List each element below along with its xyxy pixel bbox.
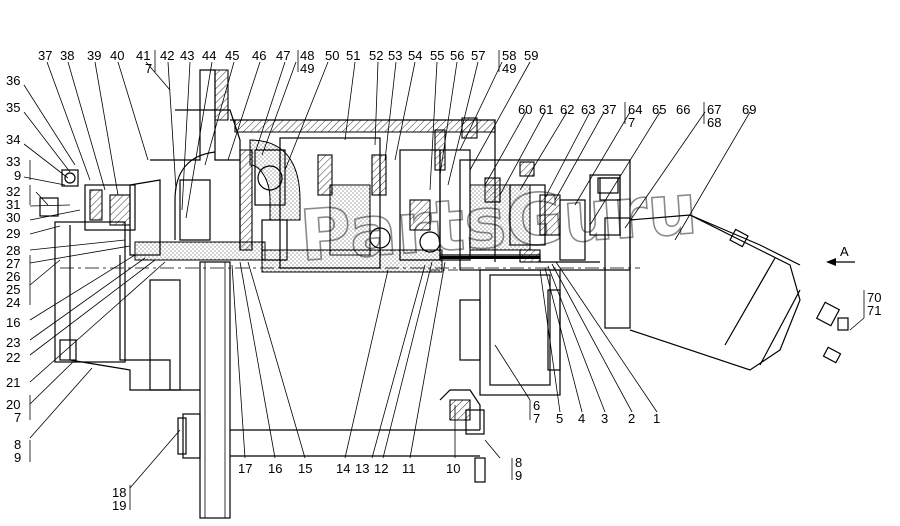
callout-66: 66 (676, 102, 690, 117)
callout-29: 29 (6, 226, 20, 241)
callout-53: 53 (388, 48, 402, 63)
callout-24: 24 (6, 295, 20, 310)
callout-32: 32 (6, 184, 20, 199)
callout-49b: 49 (502, 61, 516, 76)
callout-68: 68 (707, 115, 721, 130)
callout-55: 55 (430, 48, 444, 63)
callouts-bottom: 17 16 15 14 13 12 11 10 8 9 6 7 5 4 3 2 … (238, 290, 881, 483)
callout-38: 38 (60, 48, 74, 63)
callout-40: 40 (110, 48, 124, 63)
callout-5: 5 (556, 411, 563, 426)
callout-37: 37 (38, 48, 52, 63)
callout-48: 48 (300, 48, 314, 63)
callout-58: 58 (502, 48, 516, 63)
callout-7: 7 (145, 61, 152, 76)
callout-50: 50 (325, 48, 339, 63)
callout-21: 21 (6, 375, 20, 390)
callout-15: 15 (298, 461, 312, 476)
callout-67: 67 (707, 102, 721, 117)
callout-70: 70 (867, 290, 881, 305)
callout-27: 27 (6, 256, 20, 271)
callout-57: 57 (471, 48, 485, 63)
callout-61: 61 (539, 102, 553, 117)
callout-18: 18 (112, 485, 126, 500)
callout-63: 63 (581, 102, 595, 117)
callout-54: 54 (408, 48, 422, 63)
ring-housing (230, 117, 496, 269)
callout-44: 44 (202, 48, 216, 63)
left-housing (39, 169, 200, 391)
view-arrow-a: A (826, 244, 855, 266)
view-label: A (840, 244, 849, 259)
callout-9b: 9 (14, 450, 21, 465)
callout-14: 14 (336, 461, 350, 476)
callout-71: 71 (867, 303, 881, 318)
callout-52: 52 (369, 48, 383, 63)
callout-28: 28 (6, 243, 20, 258)
callout-26: 26 (6, 269, 20, 284)
callout-47: 47 (276, 48, 290, 63)
callout-17: 17 (238, 461, 252, 476)
callout-10: 10 (446, 461, 460, 476)
output-shaft (177, 261, 480, 519)
callout-56: 56 (450, 48, 464, 63)
callout-60: 60 (518, 102, 532, 117)
gearbox-assembly (39, 69, 849, 519)
callout-35: 35 (6, 100, 20, 115)
callout-2: 2 (628, 411, 635, 426)
callout-16: 16 (6, 315, 20, 330)
callout-39: 39 (87, 48, 101, 63)
callout-46: 46 (252, 48, 266, 63)
callout-22: 22 (6, 350, 20, 365)
callout-3: 3 (601, 411, 608, 426)
callout-31: 31 (6, 197, 20, 212)
callout-49: 49 (300, 61, 314, 76)
callout-9c: 9 (515, 468, 522, 483)
callout-30: 30 (6, 210, 20, 225)
callout-34: 34 (6, 132, 20, 147)
callout-11: 11 (402, 461, 416, 476)
callout-6: 6 (533, 398, 540, 413)
callout-7d: 7 (533, 411, 540, 426)
bell-housing (150, 69, 301, 251)
callout-4: 4 (578, 411, 585, 426)
callout-9: 9 (14, 168, 21, 183)
callout-13: 13 (355, 461, 369, 476)
callout-7c: 7 (14, 410, 21, 425)
callout-45: 45 (225, 48, 239, 63)
callout-69: 69 (742, 102, 756, 117)
callout-25: 25 (6, 282, 20, 297)
callouts-left: 36 35 34 33 9 32 31 30 29 28 27 26 25 24… (6, 73, 126, 513)
callout-64: 64 (628, 102, 642, 117)
callout-59: 59 (524, 48, 538, 63)
callout-51: 51 (346, 48, 360, 63)
callout-62: 62 (560, 102, 574, 117)
callout-37b: 37 (602, 102, 616, 117)
callout-41: 41 (136, 48, 150, 63)
callout-16b: 16 (268, 461, 282, 476)
callout-8: 8 (14, 437, 21, 452)
callouts-top: 37 38 39 40 41 7 42 43 44 45 46 47 48 49… (38, 48, 756, 130)
callout-8b: 8 (515, 455, 522, 470)
callout-43: 43 (180, 48, 194, 63)
callout-65: 65 (652, 102, 666, 117)
callout-19: 19 (112, 498, 126, 513)
callout-23: 23 (6, 335, 20, 350)
callout-12: 12 (374, 461, 388, 476)
brake-pack (439, 159, 631, 483)
callout-33: 33 (6, 154, 20, 169)
hydraulic-motor (599, 177, 849, 371)
callout-42: 42 (160, 48, 174, 63)
callout-1: 1 (653, 411, 660, 426)
callout-20: 20 (6, 397, 20, 412)
callout-36: 36 (6, 73, 20, 88)
callout-7b: 7 (628, 115, 635, 130)
leader-lines (23, 50, 865, 510)
